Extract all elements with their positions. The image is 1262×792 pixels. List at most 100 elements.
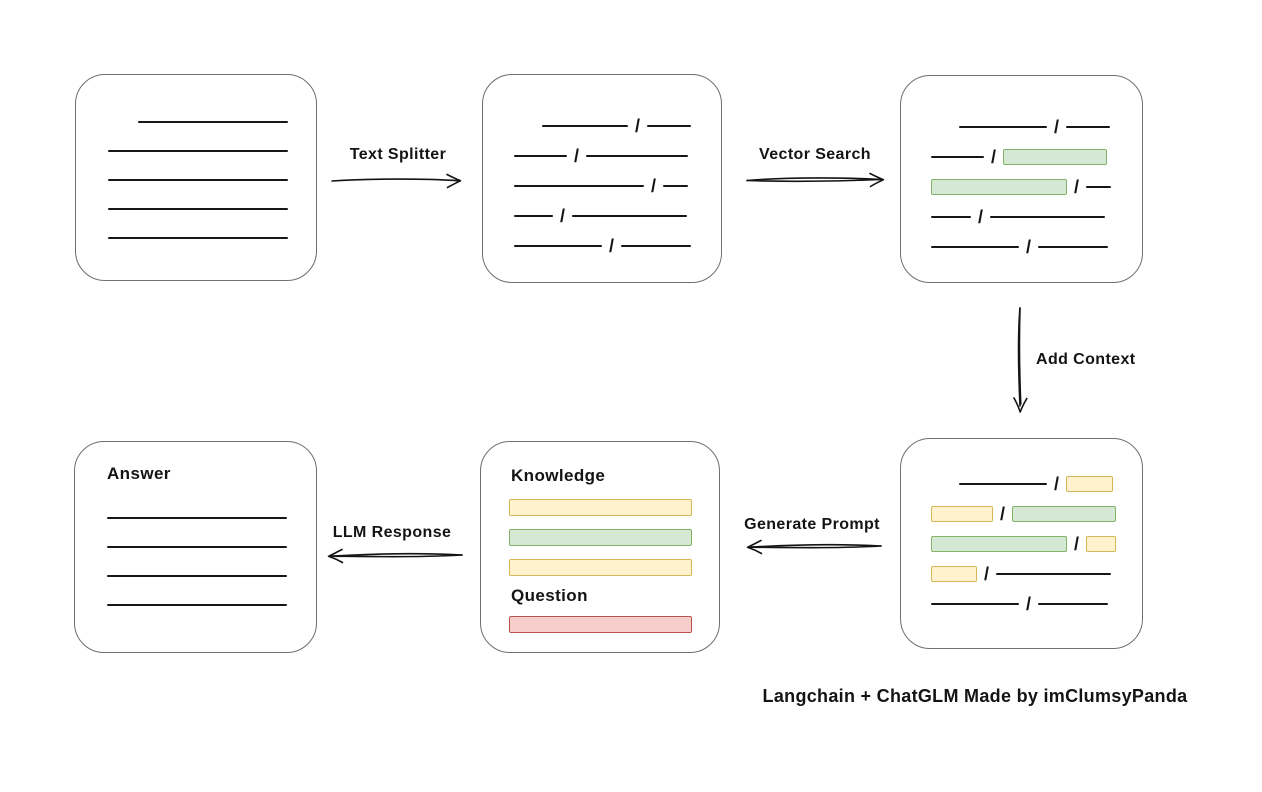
generate-prompt-arrow-label: Generate Prompt [744, 516, 880, 533]
text-line [990, 216, 1106, 218]
text-line [108, 207, 288, 210]
slash-separator: / [1000, 504, 1006, 524]
green-chunk-chip [1003, 149, 1108, 165]
text-line [107, 603, 287, 606]
slash-separator: / [984, 564, 990, 584]
chunk-row: / [931, 112, 1142, 142]
vector-search-arrow [746, 172, 885, 188]
slash-separator: / [978, 207, 984, 227]
slash-separator: / [1026, 237, 1032, 257]
answer-box: Answer [74, 441, 317, 653]
add-context-arrow-label: Add Context [1036, 351, 1136, 368]
text-splitter-arrow-label: Text Splitter [349, 146, 447, 163]
add-context-arrow [1013, 307, 1028, 413]
text-line [514, 185, 644, 187]
yellow-bar [509, 559, 692, 576]
text-line [514, 215, 553, 217]
slash-separator: / [1074, 177, 1080, 197]
chunk-row [108, 223, 316, 252]
yellow-chunk-chip [931, 506, 993, 522]
answer-lines [75, 484, 316, 619]
slash-separator: / [651, 176, 657, 196]
answer-label: Answer [107, 464, 171, 483]
chunk-row [108, 194, 316, 223]
slash-separator: / [574, 146, 580, 166]
chunk-row: / [931, 559, 1142, 589]
slash-separator: / [635, 116, 641, 136]
text-line [931, 156, 984, 158]
text-line [108, 178, 288, 181]
green-chunk-chip [931, 536, 1067, 552]
context-chunks-box: / / / / / [900, 438, 1143, 649]
text-line [108, 149, 288, 152]
document-box [75, 74, 317, 281]
yellow-chunk-chip [1066, 476, 1114, 492]
text-line [931, 216, 971, 218]
prompt-box: Knowledge Question [480, 441, 720, 653]
slash-separator: / [1054, 117, 1060, 137]
text-line [138, 120, 288, 123]
text-line [1038, 246, 1109, 248]
chunk-row: / [931, 529, 1142, 559]
knowledge-bars [481, 499, 719, 576]
slash-separator: / [560, 206, 566, 226]
llm-response-arrow [327, 548, 463, 564]
text-line [931, 246, 1019, 248]
text-line [996, 573, 1112, 575]
text-line [107, 574, 287, 577]
text-line [107, 545, 287, 548]
chunk-row: / [931, 469, 1142, 499]
chunk-row [107, 532, 316, 561]
chunk-row: / [931, 172, 1142, 202]
text-line [959, 483, 1047, 485]
chunk-row [107, 503, 316, 532]
text-line [1086, 186, 1112, 188]
text-line [1038, 603, 1109, 605]
chunk-row: / [514, 231, 721, 261]
chunk-row: / [514, 171, 721, 201]
text-line [514, 155, 567, 157]
slash-separator: / [609, 236, 615, 256]
text-line [107, 516, 287, 519]
yellow-chunk-chip [1086, 536, 1117, 552]
question-bars [481, 616, 719, 633]
chunk-row: / [931, 142, 1142, 172]
diagram-caption: Langchain + ChatGLM Made by imClumsyPand… [762, 686, 1188, 706]
green-chunk-chip [931, 179, 1067, 195]
text-line [621, 245, 692, 247]
text-line [663, 185, 689, 187]
text-splitter-arrow [331, 173, 462, 189]
green-chunk-chip [1012, 506, 1117, 522]
chunk-row: / [931, 232, 1142, 262]
text-line [959, 126, 1047, 128]
text-line [108, 236, 288, 239]
llm-response-arrow-label: LLM Response [332, 524, 452, 541]
red-bar [509, 616, 692, 633]
vector-search-arrow-label: Vector Search [759, 146, 871, 163]
chunk-row [107, 561, 316, 590]
chunk-row: / [931, 499, 1142, 529]
chunk-row: / [514, 141, 721, 171]
yellow-chunk-chip [931, 566, 977, 582]
question-label: Question [511, 586, 588, 605]
slash-separator: / [991, 147, 997, 167]
chunk-row [107, 590, 316, 619]
text-line [647, 125, 692, 127]
yellow-bar [509, 499, 692, 516]
chunk-row [108, 107, 316, 136]
generate-prompt-arrow [746, 539, 882, 555]
chunk-row: / [931, 589, 1142, 619]
chunk-row [108, 136, 316, 165]
split-chunks-box: / / / / / [482, 74, 722, 283]
vector-matched-box: / / / / / [900, 75, 1143, 283]
chunk-row: / [514, 111, 721, 141]
text-line [572, 215, 688, 217]
text-line [586, 155, 689, 157]
chunk-row: / [931, 202, 1142, 232]
chunk-row [108, 165, 316, 194]
slash-separator: / [1054, 474, 1060, 494]
text-line [542, 125, 628, 127]
slash-separator: / [1074, 534, 1080, 554]
green-bar [509, 529, 692, 546]
